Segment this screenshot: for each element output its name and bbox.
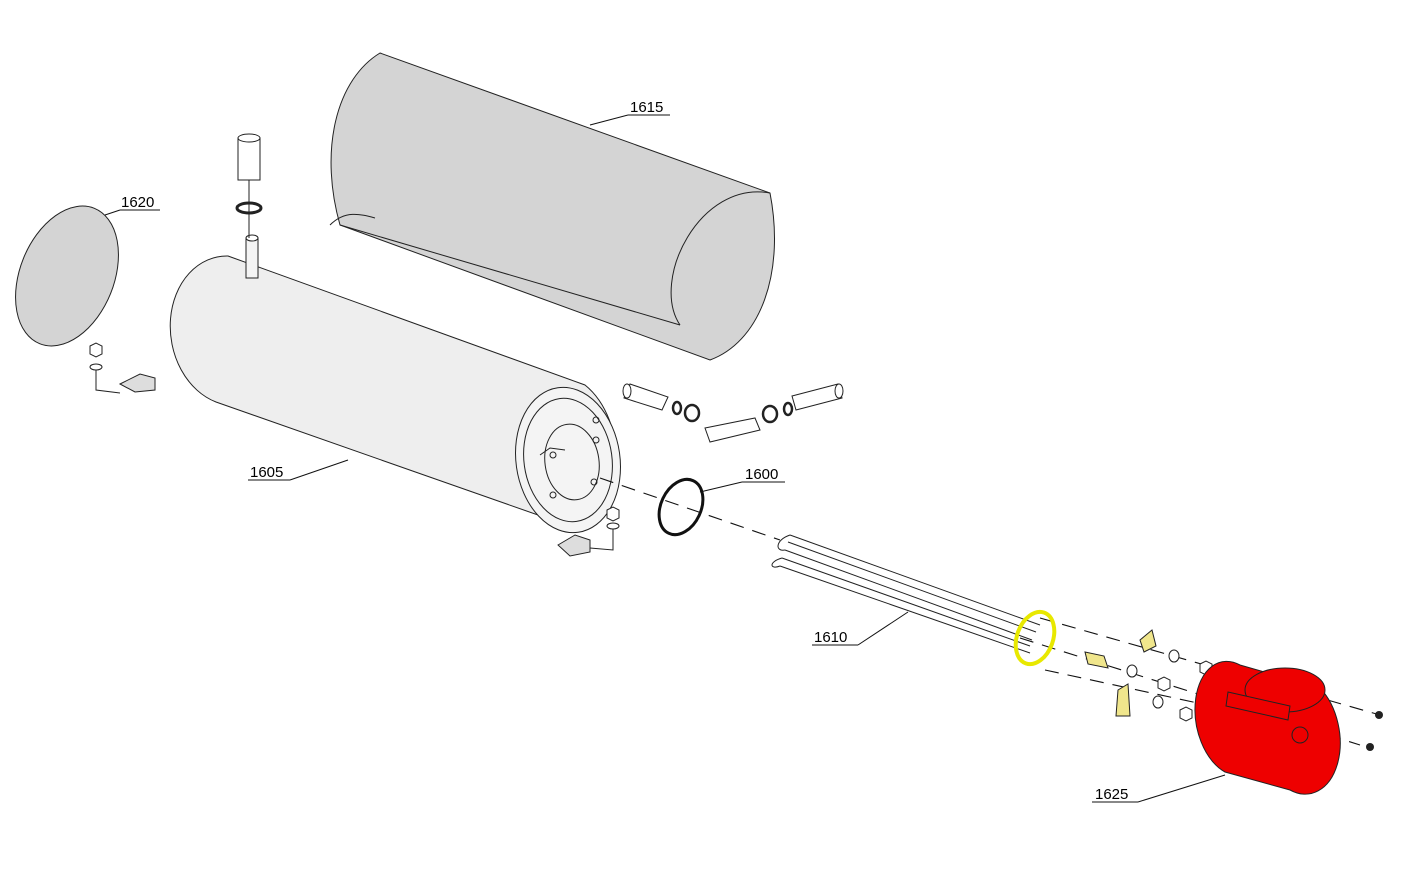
callout-label-1625: 1625 [1095,786,1128,803]
callout-1610: 1610 [812,611,909,646]
mounting-hardware-right [589,506,620,551]
callout-label-1610: 1610 [814,629,847,646]
callout-1600: 1600 [699,466,785,493]
tank-cylinder[interactable] [118,234,630,557]
callout-1605: 1605 [248,459,349,481]
mounting-hardware-left [89,342,121,394]
end-cap-disc[interactable] [0,191,138,362]
callout-1620: 1620 [104,194,160,216]
callout-1615: 1615 [589,99,670,126]
callout-label-1600: 1600 [745,466,778,483]
top-pipe-with-clamp [235,133,263,238]
side-pipe-fittings [622,383,844,443]
gasket-ring[interactable] [651,472,712,541]
heating-element[interactable] [771,534,1061,670]
assembly-axis-lines [599,477,1381,746]
heating-element-flange [1013,609,1057,667]
protective-cap[interactable] [1194,660,1341,795]
callout-label-1615: 1615 [630,99,663,116]
outer-cover-shell[interactable] [329,52,775,361]
callout-label-1605: 1605 [250,464,283,481]
callout-label-1620: 1620 [121,194,154,211]
callout-1625: 1625 [1092,774,1226,803]
